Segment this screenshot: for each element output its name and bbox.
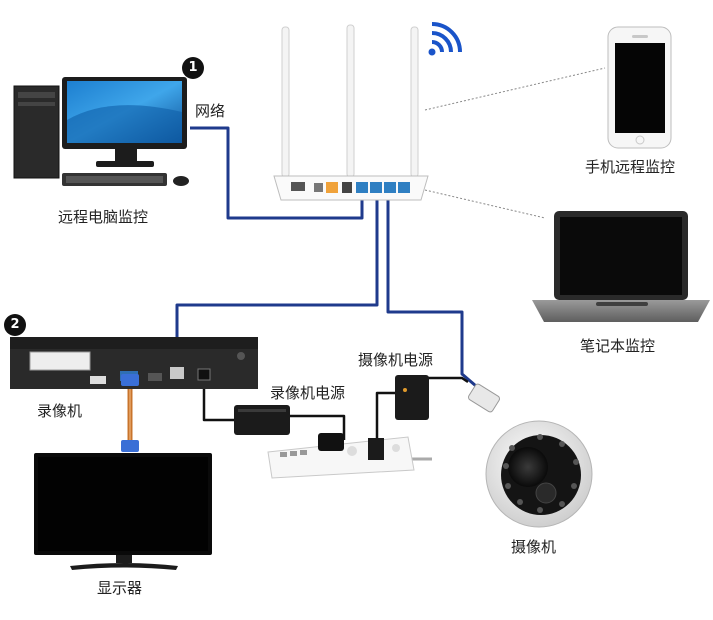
label-monitor: 显示器	[97, 579, 143, 597]
cable-campsu-camera	[428, 376, 469, 384]
dome-camera-icon	[467, 383, 593, 528]
wireless-link-laptop	[424, 189, 546, 219]
label-nvr-power: 录像机电源	[270, 384, 346, 402]
wireless-links	[424, 67, 606, 219]
laptop-icon	[532, 211, 710, 322]
power-strip-icon	[267, 433, 415, 479]
label-remote-pc: 远程电脑监控	[58, 208, 149, 226]
cable-router-camera	[386, 195, 491, 400]
label-network: 网络	[195, 102, 226, 120]
label-phone: 手机远程监控	[585, 158, 676, 176]
step-badge-2: 2	[4, 314, 26, 336]
power-adapter-icon	[234, 405, 290, 435]
monitor-icon	[34, 453, 212, 570]
step-badge-1: 1	[182, 57, 204, 79]
label-camera: 摄像机	[511, 538, 557, 556]
label-nvr: 录像机	[37, 402, 83, 420]
wifi-icon	[428, 22, 462, 56]
label-laptop: 笔记本监控	[580, 337, 656, 355]
desktop-computer-icon	[13, 77, 189, 186]
router-icon	[273, 24, 429, 201]
vga-connector-icon	[121, 374, 139, 452]
cable-psu-strip	[290, 414, 346, 440]
cable-pc-router	[190, 126, 364, 220]
smartphone-icon	[607, 26, 672, 149]
label-camera-power: 摄像机电源	[358, 351, 434, 369]
wireless-link-phone	[424, 67, 606, 111]
cable-campsu-strip	[375, 391, 400, 442]
camera-power-adapter-icon	[395, 375, 429, 420]
cable-nvr-psu	[202, 380, 240, 422]
